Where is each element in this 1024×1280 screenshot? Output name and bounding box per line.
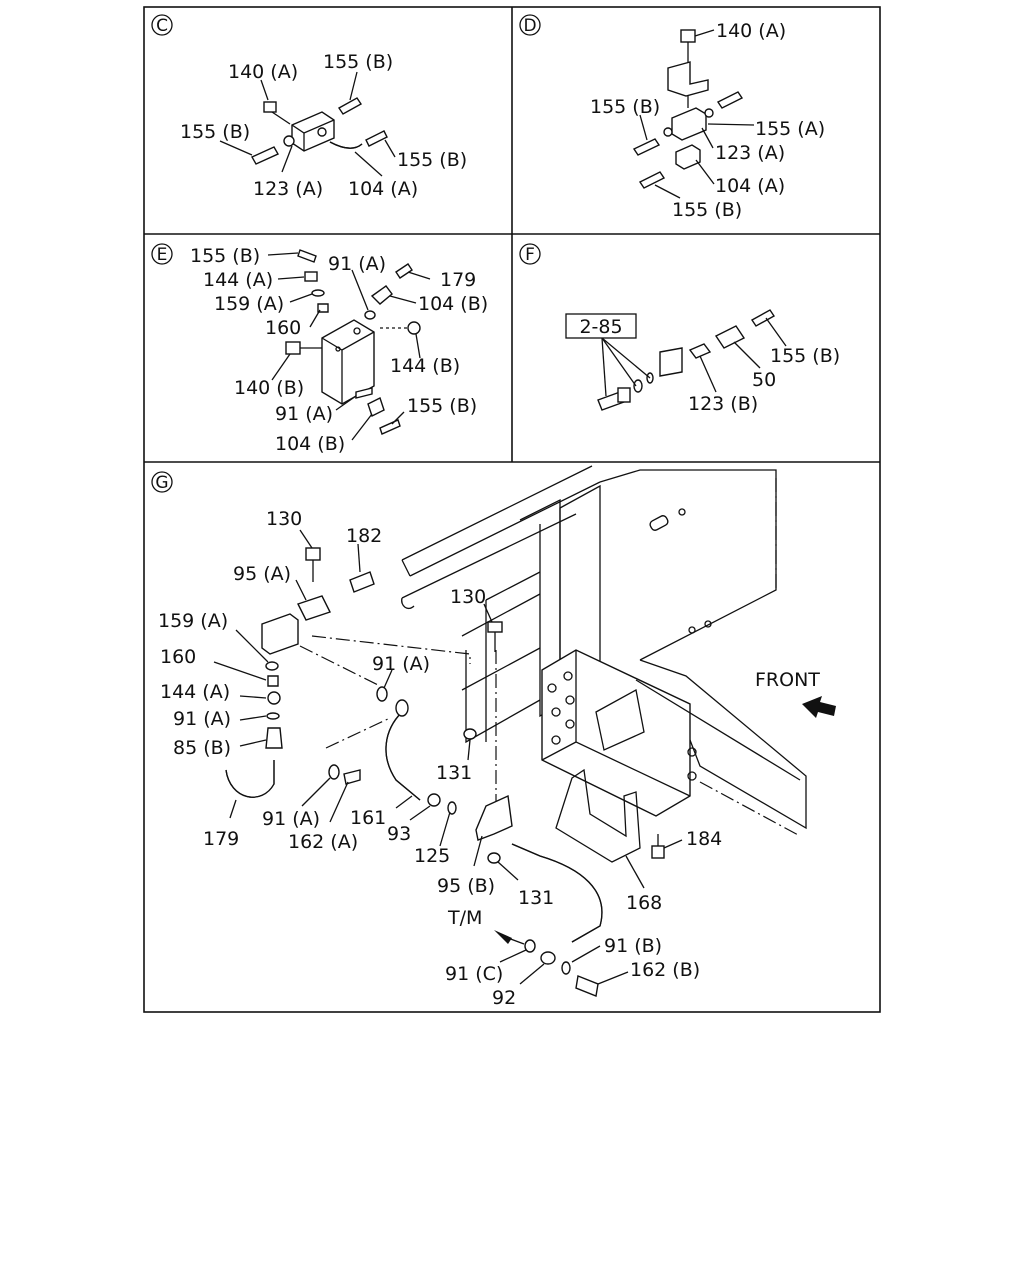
label-g-8: 91 (A) xyxy=(173,708,231,730)
label-g-9: 85 (B) xyxy=(173,737,231,759)
label-g-10: 131 xyxy=(436,762,472,784)
label-g-20: 168 xyxy=(626,892,662,914)
label-e-4: 159 (A) xyxy=(214,293,284,315)
label-g-24: 92 xyxy=(492,987,516,1009)
panel-g-letter: G xyxy=(155,473,168,493)
label-e-3: 179 xyxy=(440,269,476,291)
label-c-5: 104 (A) xyxy=(348,178,418,200)
label-d-4: 104 (A) xyxy=(715,175,785,197)
panel-d-letter: D xyxy=(523,16,536,36)
label-f-2: 123 (B) xyxy=(688,393,758,415)
label-g-3: 130 xyxy=(450,586,486,608)
label-g-23: 162 (B) xyxy=(630,959,700,981)
label-d-3: 123 (A) xyxy=(715,142,785,164)
label-g-1: 182 xyxy=(346,525,382,547)
label-g-13: 162 (A) xyxy=(288,831,358,853)
panel-g: G FRONT xyxy=(151,465,836,1009)
label-e-2: 91 (A) xyxy=(328,253,386,275)
label-g-5: 160 xyxy=(160,646,196,668)
label-d-2: 155 (A) xyxy=(755,118,825,140)
front-label: FRONT xyxy=(755,669,820,691)
label-c-3: 155 (B) xyxy=(397,149,467,171)
label-d-1: 155 (B) xyxy=(590,96,660,118)
tm-label: T/M xyxy=(447,907,482,929)
tm-arrow-icon xyxy=(494,930,512,944)
label-e-8: 140 (B) xyxy=(234,377,304,399)
label-g-18: 131 xyxy=(518,887,554,909)
label-e-7: 144 (B) xyxy=(390,355,460,377)
label-g-0: 130 xyxy=(266,508,302,530)
label-f-0: 155 (B) xyxy=(770,345,840,367)
label-e-9: 91 (A) xyxy=(275,403,333,425)
label-g-22: 91 (C) xyxy=(445,963,503,985)
label-g-19: 184 xyxy=(686,828,722,850)
panel-f-letter: F xyxy=(525,245,535,265)
label-g-15: 93 xyxy=(387,823,411,845)
label-g-16: 125 xyxy=(414,845,450,867)
label-g-14: 161 xyxy=(350,807,386,829)
ref-box xyxy=(565,313,637,339)
label-c-2: 155 (B) xyxy=(180,121,250,143)
label-g-7: 144 (A) xyxy=(160,681,230,703)
panel-c-letter: C xyxy=(156,16,168,36)
label-e-0: 155 (B) xyxy=(190,245,260,267)
panel-e-letter: E xyxy=(157,245,168,265)
panel-c: C 140 (A) 155 (B) 155 (B) 155 (B) 123 (A… xyxy=(151,14,467,200)
label-g-6: 91 (A) xyxy=(372,653,430,675)
label-e-11: 104 (B) xyxy=(275,433,345,455)
label-c-4: 123 (A) xyxy=(253,178,323,200)
label-d-5: 155 (B) xyxy=(672,199,742,221)
ref-box-label: 2-85 xyxy=(579,316,622,338)
label-c-1: 155 (B) xyxy=(323,51,393,73)
label-g-17: 95 (B) xyxy=(437,875,495,897)
panel-f: F 2-85 155 (B) 50 123 (B) xyxy=(519,243,840,415)
label-g-2: 95 (A) xyxy=(233,563,291,585)
label-e-10: 155 (B) xyxy=(407,395,477,417)
label-g-4: 159 (A) xyxy=(158,610,228,632)
panel-d: D 140 (A) 155 (B) 155 (A) 123 (A) 104 (A… xyxy=(519,14,825,221)
label-e-1: 144 (A) xyxy=(203,269,273,291)
label-e-5: 104 (B) xyxy=(418,293,488,315)
label-g-12: 91 (A) xyxy=(262,808,320,830)
front-arrow-icon xyxy=(802,696,836,718)
label-g-21: 91 (B) xyxy=(604,935,662,957)
label-g-11: 179 xyxy=(203,828,239,850)
label-c-0: 140 (A) xyxy=(228,61,298,83)
label-e-6: 160 xyxy=(265,317,301,339)
label-d-0: 140 (A) xyxy=(716,20,786,42)
panel-e: E 155 (B) 14 xyxy=(151,243,488,455)
label-f-1: 50 xyxy=(752,369,776,391)
